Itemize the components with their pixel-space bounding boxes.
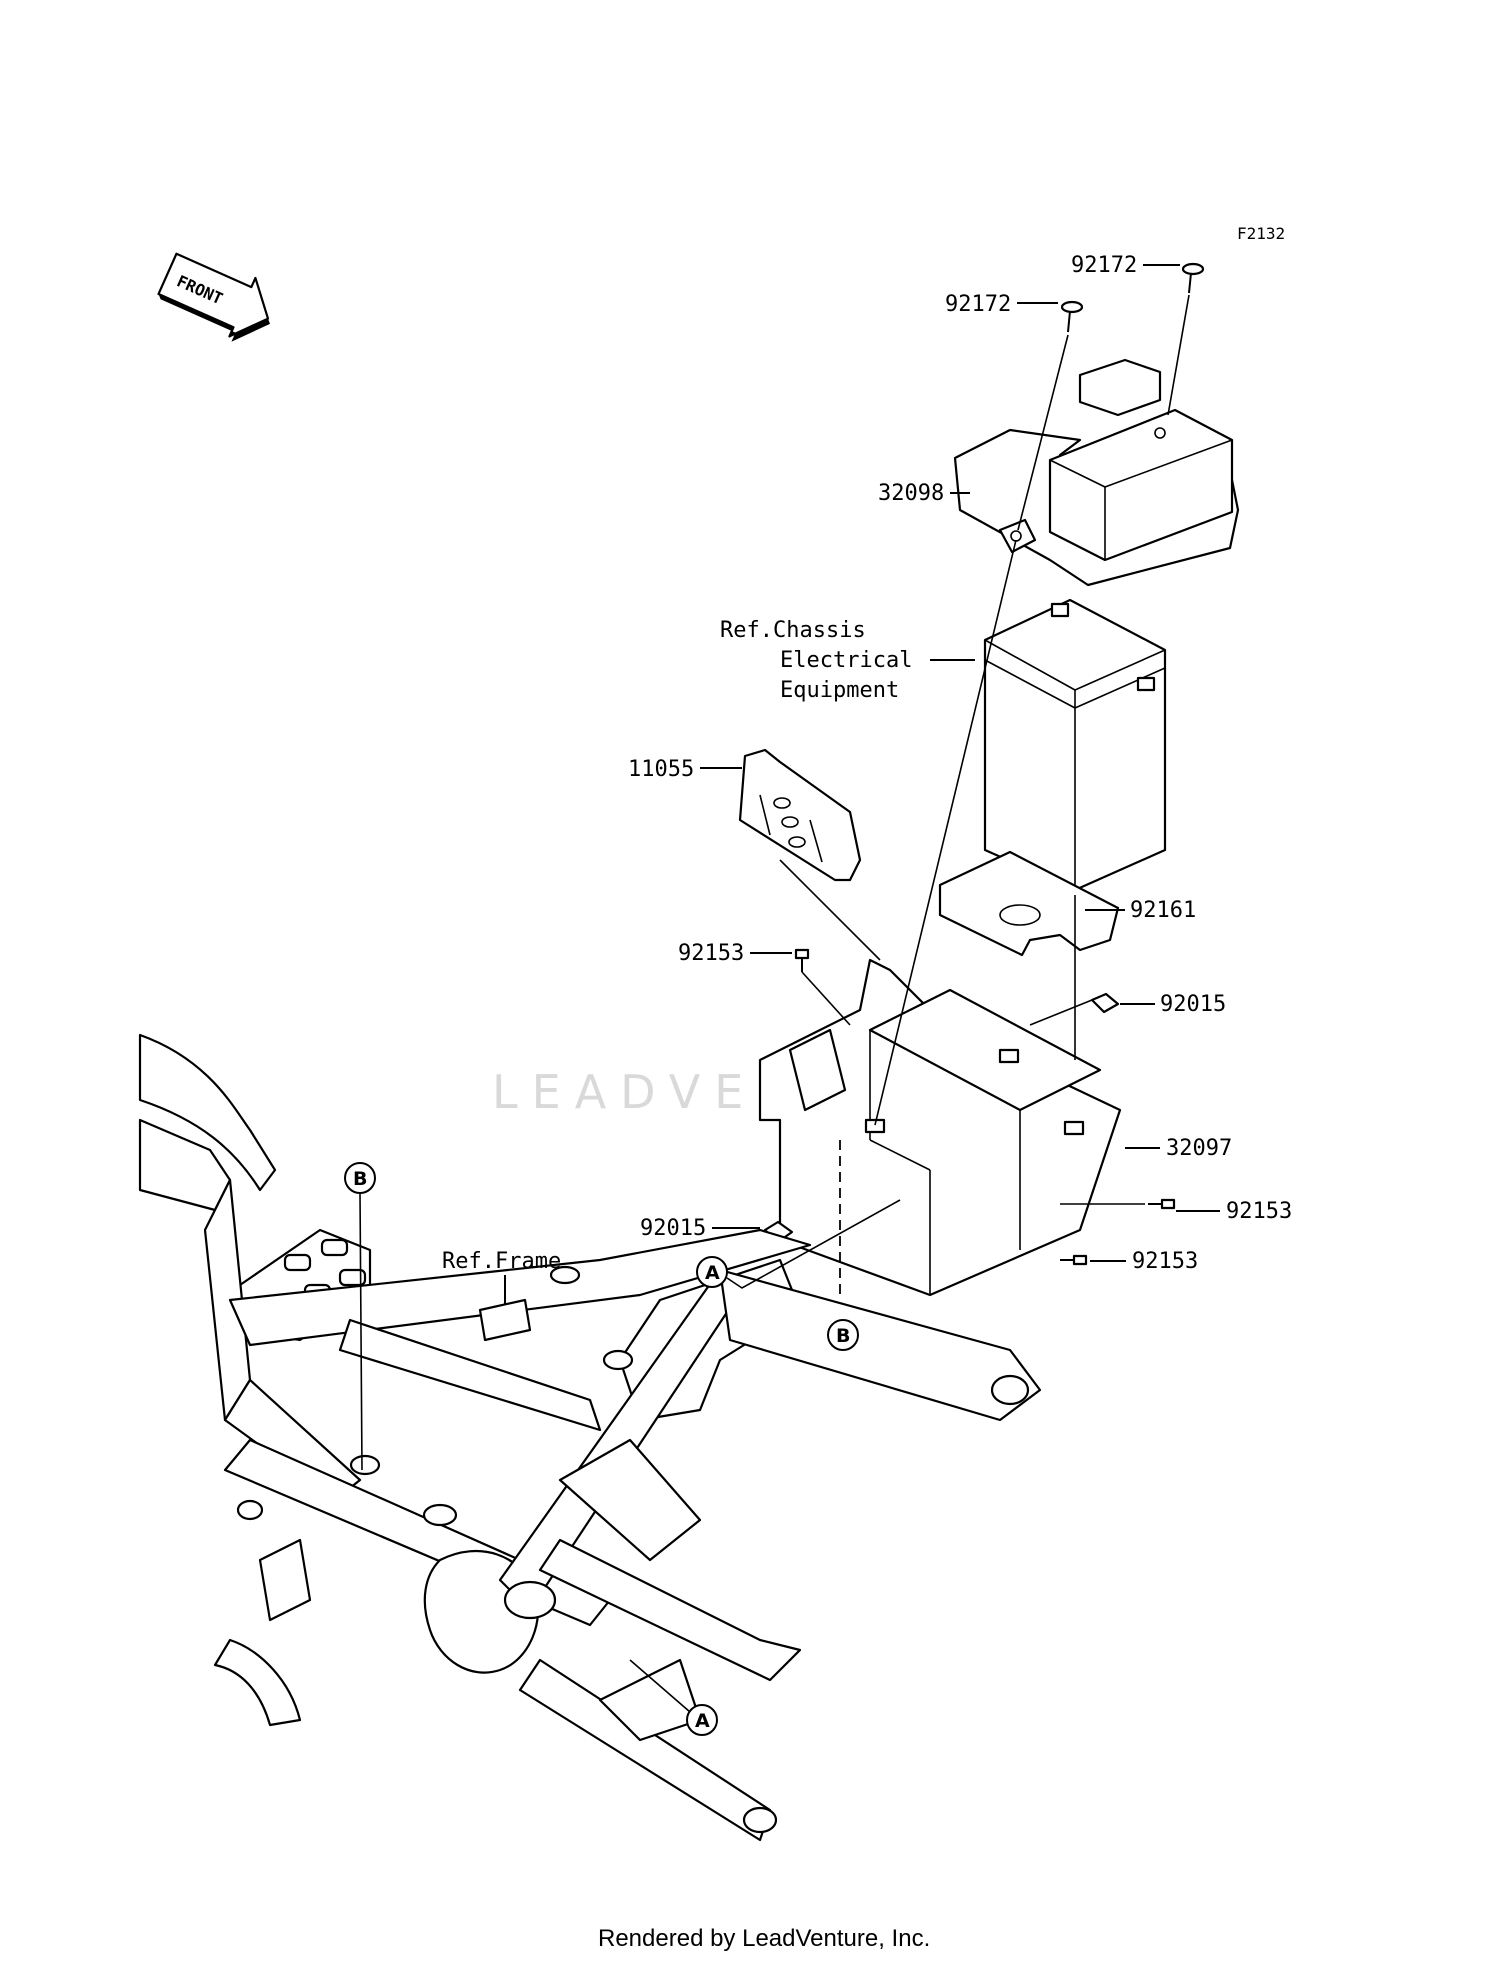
label-ref-chassis-2: Electrical	[780, 648, 912, 673]
frame	[138, 1033, 1042, 1842]
callout-b-top: B	[344, 1162, 376, 1194]
pad-92161	[938, 850, 1120, 957]
front-arrow-icon: FRONT	[157, 252, 271, 342]
footer-credit: Rendered by LeadVenture, Inc.	[598, 1925, 930, 1952]
nut-92015-top	[1090, 992, 1120, 1014]
battery-box-32097	[758, 958, 1122, 1297]
battery	[983, 598, 1167, 892]
screw-92172-left	[1060, 300, 1084, 333]
label-92153-top: 92153	[678, 941, 744, 966]
label-92161: 92161	[1130, 898, 1196, 923]
bracket-11055	[738, 748, 862, 882]
screw-92172-right	[1181, 262, 1205, 294]
callout-b-bottom: B	[827, 1319, 859, 1351]
label-92015-bottom: 92015	[640, 1216, 706, 1241]
label-32097: 32097	[1166, 1136, 1232, 1161]
label-92172-left: 92172	[945, 292, 1011, 317]
bolt-92153-top	[794, 948, 810, 972]
label-ref-chassis-3: Equipment	[780, 678, 899, 703]
battery-case-32098	[953, 358, 1240, 587]
label-92153-right: 92153	[1226, 1199, 1292, 1224]
svg-text:A: A	[695, 1710, 710, 1732]
callout-a-bottom: A	[686, 1704, 718, 1736]
bolt-92153-right	[1148, 1198, 1176, 1210]
label-92172-right: 92172	[1071, 253, 1137, 278]
label-11055: 11055	[628, 757, 694, 782]
label-92153-lower: 92153	[1132, 1249, 1198, 1274]
svg-text:B: B	[353, 1168, 367, 1190]
bolt-92153-lower	[1060, 1254, 1088, 1266]
label-ref-chassis-1: Ref.Chassis	[720, 618, 866, 643]
label-ref-frame: Ref.Frame	[442, 1249, 561, 1274]
label-32098: 32098	[878, 481, 944, 506]
svg-text:A: A	[705, 1262, 720, 1284]
svg-text:B: B	[836, 1325, 850, 1347]
callout-a-top: A	[696, 1256, 728, 1288]
diagram-code: F2132	[1237, 224, 1285, 243]
label-92015-top: 92015	[1160, 992, 1226, 1017]
